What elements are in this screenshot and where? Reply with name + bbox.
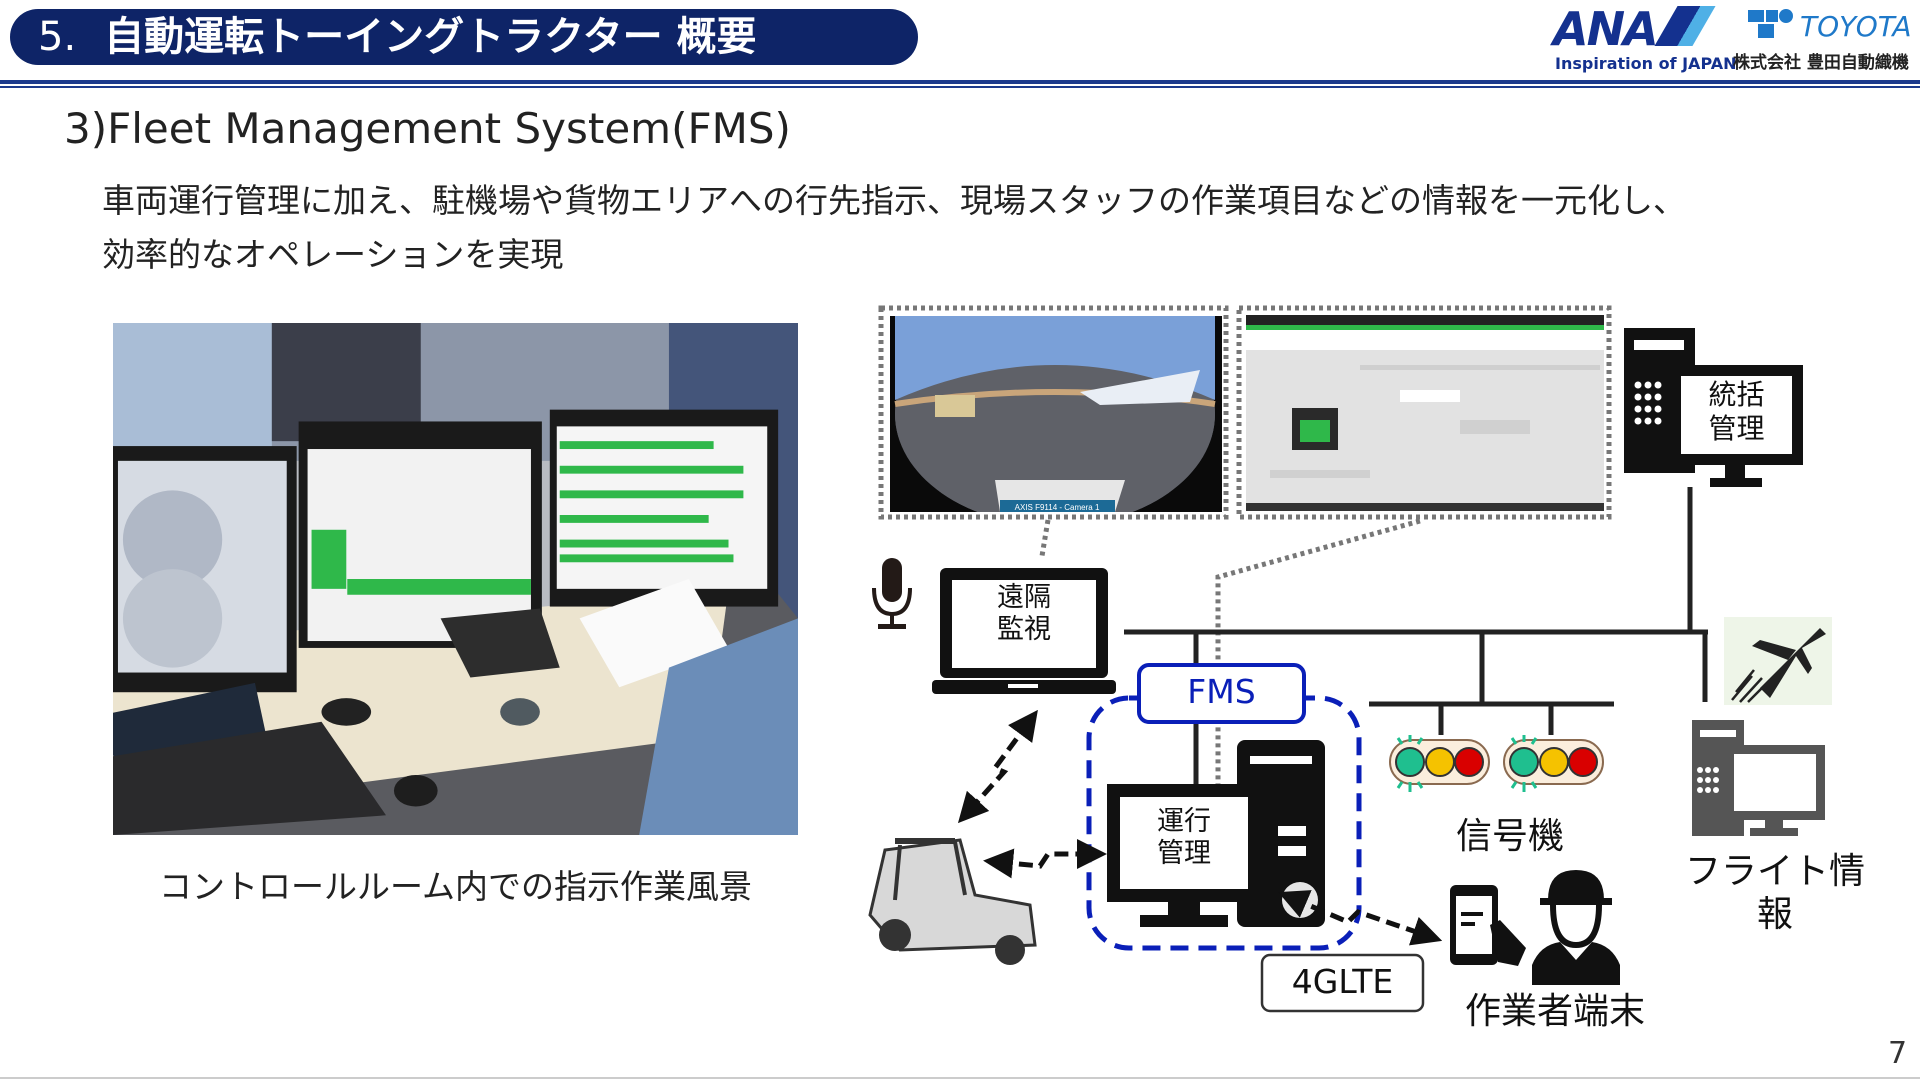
- fms-box: [1137, 663, 1306, 724]
- towing-tractor-icon: [868, 838, 1037, 965]
- header-rule-thin: [0, 86, 1920, 88]
- lte-label: 4GLTE: [1291, 962, 1394, 1001]
- airplane-icon: [1724, 617, 1832, 705]
- fms-map-panel: [1236, 305, 1612, 520]
- operation-management-line-2: 管理: [1157, 838, 1211, 870]
- ana-tagline: Inspiration of JAPAN: [1555, 54, 1737, 73]
- network-lines: [1124, 487, 1708, 786]
- traffic-signal-icon: [1503, 735, 1604, 792]
- toyota-logo-mark: [1748, 9, 1793, 38]
- flight-info-computer-icon: [1692, 720, 1825, 836]
- camera-view-panel: AXIS F9114 - Camera 1: [878, 305, 1229, 520]
- footer-rule: [0, 1077, 1920, 1079]
- central-management-computer-icon: [1624, 328, 1803, 487]
- toyota-logo: TOYOTA: [1800, 10, 1912, 43]
- section-subtitle: 3)Fleet Management System(FMS): [64, 104, 791, 153]
- remote-monitoring-laptop-icon: [932, 568, 1116, 694]
- traffic-signal-icon: [1389, 735, 1490, 792]
- wireless-link-arrows: [957, 709, 1443, 946]
- ana-logo: ANA: [1553, 2, 1659, 56]
- remote-monitoring-label: 遠隔監視: [952, 582, 1096, 647]
- remote-monitoring-line-2: 監視: [997, 614, 1051, 646]
- microphone-icon: [872, 558, 912, 629]
- lte-box: [1260, 953, 1425, 1013]
- fms-label: FMS: [1187, 672, 1256, 711]
- toyota-company-name: 株式会社 豊田自動織機: [1733, 53, 1909, 73]
- header-rule: [0, 80, 1920, 84]
- operation-management-line-1: 運行: [1157, 806, 1211, 837]
- operation-management-computer-icon: [1107, 740, 1325, 927]
- worker-terminal-label: 作業者端末: [1464, 991, 1645, 1032]
- central-management-label: 統括管理: [1681, 378, 1792, 445]
- central-management-line-2: 管理: [1708, 411, 1765, 445]
- camera-label: AXIS F9114 - Camera 1: [1015, 503, 1100, 512]
- worker-icon: [1532, 870, 1620, 985]
- description-line-2: 効率的なオペレーションを実現: [102, 235, 564, 274]
- control-room-photo: [113, 323, 798, 835]
- central-management-line-1: 統括: [1708, 378, 1765, 411]
- flight-info-label: フライト情報: [1684, 851, 1865, 936]
- remote-monitoring-line-1: 遠隔: [997, 582, 1051, 613]
- operation-management-label: 運行管理: [1120, 806, 1248, 871]
- tablet-icon: [1450, 885, 1526, 966]
- photo-caption: コントロールルーム内での指示作業風景: [158, 867, 752, 906]
- title-text: 自動運転トーイングトラクター 概要: [104, 14, 757, 60]
- signals-label: 信号機: [1455, 816, 1564, 857]
- slide-title: 5. 自動運転トーイングトラクター 概要: [10, 9, 918, 65]
- page-number: 7: [1888, 1036, 1908, 1071]
- section-number: 5.: [38, 14, 77, 60]
- description-line-1: 車両運行管理に加え、駐機場や貨物エリアへの行先指示、現場スタッフの作業項目などの…: [102, 181, 1686, 220]
